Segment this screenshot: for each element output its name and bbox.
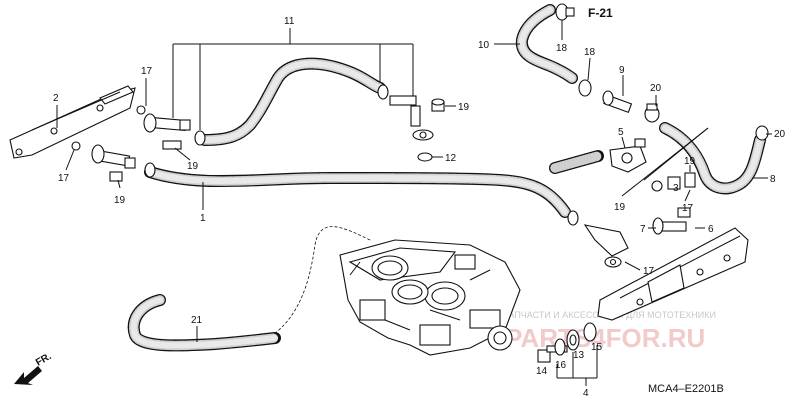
- callout-10: 10: [478, 40, 490, 51]
- leader-lines: [56, 20, 772, 386]
- watermark-brand: PARTS4FOR.RU: [505, 323, 705, 353]
- hose-10: [515, 4, 578, 84]
- callout-21: 21: [191, 315, 203, 326]
- callout-labels: 11 2 17 17 19 19 19 12 1 10 18 18 9 20 2…: [53, 16, 786, 399]
- fitting-3: [667, 176, 681, 190]
- callout-18: 18: [556, 43, 568, 54]
- callout-11: 11: [284, 16, 295, 27]
- clamp-18a: [555, 3, 575, 21]
- callout-16: 16: [555, 360, 567, 371]
- injector-13: [566, 329, 580, 351]
- hose-1: [144, 166, 571, 218]
- throttle-body: [339, 239, 521, 356]
- nut-17: [651, 180, 663, 192]
- bolt-19: [684, 172, 696, 188]
- callout-15: 15: [591, 342, 603, 353]
- callout-5: 5: [618, 127, 624, 138]
- fuel-rail-left: [9, 85, 136, 159]
- callout-1: 1: [200, 213, 206, 224]
- front-arrow-label: FR.: [34, 351, 54, 369]
- hose-8: [659, 122, 766, 195]
- fitting-right-lower: [583, 224, 629, 268]
- figure-code: MCA4–E2201B: [648, 383, 724, 395]
- clamp-20b: [755, 125, 769, 141]
- oring-15: [583, 322, 597, 342]
- fitting-7: [652, 207, 691, 235]
- callout-18: 18: [584, 47, 596, 58]
- washer-16: [554, 338, 566, 356]
- callout-9: 9: [619, 65, 625, 76]
- hose-21: [127, 294, 281, 352]
- callout-4: 4: [583, 388, 589, 399]
- callout-8: 8: [770, 174, 776, 185]
- seal-left: [71, 105, 146, 151]
- callout-19: 19: [187, 161, 199, 172]
- callout-12: 12: [445, 153, 457, 164]
- valve-5: [609, 138, 647, 173]
- small-bolt-left: [109, 140, 182, 182]
- clamp-11a: [194, 130, 206, 146]
- callout-19: 19: [614, 202, 626, 213]
- callout-19: 19: [114, 195, 126, 206]
- washer-12: [417, 152, 433, 162]
- callout-19: 19: [684, 156, 696, 167]
- short-hose: [549, 150, 604, 174]
- callout-14: 14: [536, 366, 548, 377]
- callout-7: 7: [640, 224, 646, 235]
- hose-11: [199, 57, 386, 146]
- tee-fitting: [389, 95, 434, 141]
- callout-20: 20: [650, 83, 662, 94]
- callout-3: 3: [673, 183, 679, 194]
- clamp-20: [644, 103, 660, 123]
- front-arrow-icon: [14, 366, 42, 385]
- callout-17: 17: [682, 203, 694, 214]
- section-code: F-21: [588, 6, 613, 20]
- callout-6: 6: [708, 224, 714, 235]
- clamp-11b: [377, 84, 389, 100]
- callout-13: 13: [573, 350, 585, 361]
- fitting-lower-left: [91, 144, 136, 169]
- cap-nut: [431, 98, 445, 112]
- clamp-1a: [144, 162, 156, 178]
- callout-17: 17: [58, 173, 70, 184]
- clamp-1b: [567, 210, 579, 226]
- fitting-upper-left: [143, 113, 191, 133]
- callout-19: 19: [458, 102, 470, 113]
- callout-17: 17: [643, 266, 655, 277]
- fitting-9: [602, 90, 633, 114]
- callout-2: 2: [53, 93, 59, 104]
- clamp-18b: [578, 79, 592, 97]
- callout-17: 17: [141, 66, 153, 77]
- callout-20: 20: [774, 129, 786, 140]
- fuel-rail-right: [597, 227, 749, 321]
